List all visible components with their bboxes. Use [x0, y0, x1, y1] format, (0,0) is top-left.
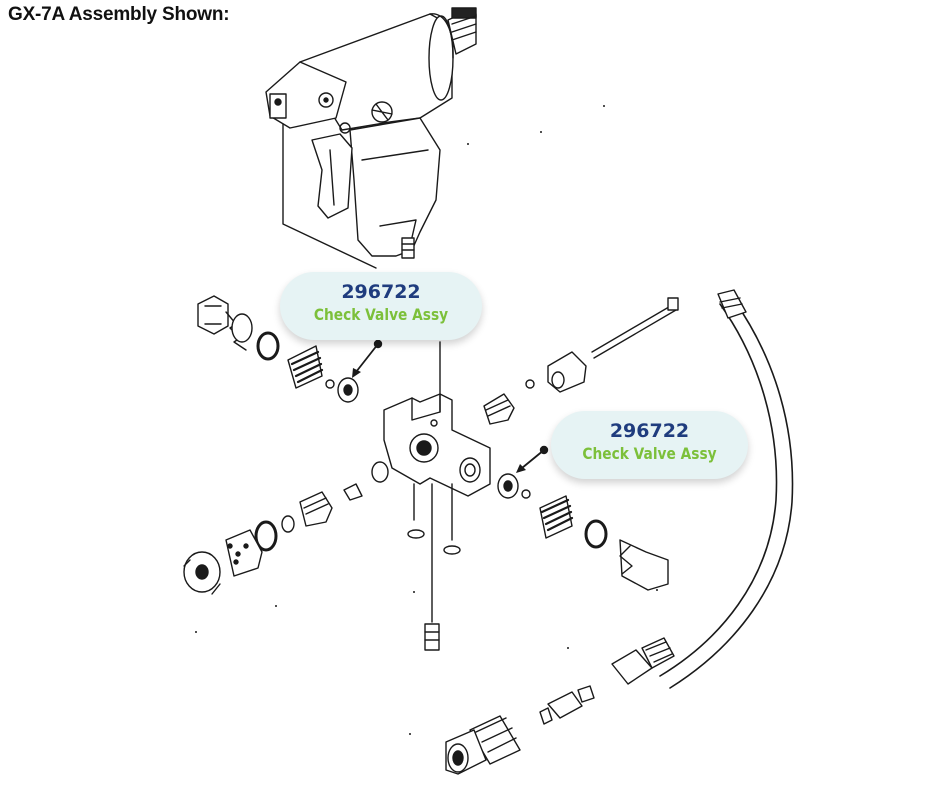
- washer: [443, 545, 461, 555]
- quick-coupler: [445, 685, 595, 775]
- mixing-chamber: [383, 341, 491, 623]
- part-description: Check Valve Assy: [313, 305, 449, 324]
- right-check-valve-parts: [497, 473, 669, 591]
- air-cap: [183, 551, 221, 595]
- lower-left-parts: [183, 461, 389, 595]
- callout-arrow-1: [352, 339, 383, 378]
- part-number: 296722: [609, 420, 690, 442]
- fluid-hose: [611, 289, 794, 689]
- check-valve-callout-upper: 296722 Check Valve Assy: [280, 272, 482, 340]
- page-title: GX-7A Assembly Shown:: [8, 4, 230, 25]
- upper-right-parts: [483, 297, 679, 425]
- swivel-fitting: [424, 623, 440, 651]
- left-check-valve-parts: [197, 295, 359, 403]
- washer: [407, 529, 425, 539]
- callout-arrow-2: [516, 445, 549, 473]
- check-valve-callout-lower: 296722 Check Valve Assy: [551, 411, 748, 479]
- part-description: Check Valve Assy: [582, 444, 717, 463]
- spray-gun-body: [265, 7, 477, 269]
- drawing-dots: [195, 105, 658, 735]
- part-number: 296722: [341, 281, 421, 303]
